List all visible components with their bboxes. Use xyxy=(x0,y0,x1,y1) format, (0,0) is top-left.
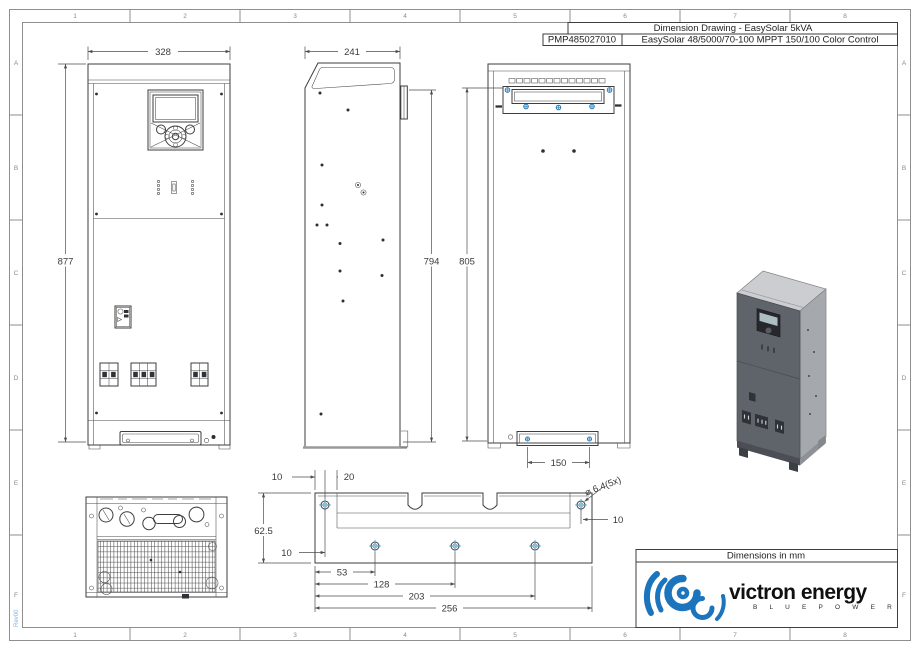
grid-col-label: 4 xyxy=(403,632,407,639)
dimension-side-height: 794 xyxy=(403,89,445,443)
dim-label: 53 xyxy=(337,568,348,579)
dim-label: 10 xyxy=(613,515,624,526)
grid-row-label: C xyxy=(14,270,19,277)
grid-col-label: 8 xyxy=(843,632,847,639)
dim-label: 10 xyxy=(272,472,283,483)
dim-label: 241 xyxy=(344,47,360,58)
grid-row-label: B xyxy=(14,165,18,172)
brand-tagline: B L U E P O W E R xyxy=(753,604,897,611)
dimension-front-height: 877 xyxy=(51,63,86,443)
grid-row-label: D xyxy=(902,375,907,382)
iso-rivets xyxy=(807,329,817,415)
grid-col-label: 3 xyxy=(293,13,297,20)
grid-row-label: D xyxy=(14,375,19,382)
dimension-rear-height: 805 xyxy=(453,87,503,442)
title-block: Dimension Drawing - EasySolar 5kVA PMP48… xyxy=(542,22,898,46)
grid-row-label: E xyxy=(902,480,907,487)
revision-label: Rev00 xyxy=(14,609,20,627)
grid-col-label: 2 xyxy=(183,632,187,639)
side-rivets xyxy=(315,91,385,416)
dpad-icon xyxy=(164,125,187,148)
rear-bottom-bracket xyxy=(487,431,631,449)
dimension-bracket-right-offset: 10 xyxy=(580,509,624,526)
dim-label: 794 xyxy=(424,257,440,268)
iso-breakers xyxy=(742,410,784,434)
dim-label: 150 xyxy=(551,458,567,469)
product-description: EasySolar 48/5000/70-100 MPPT 150/100 Co… xyxy=(642,35,879,46)
footer-block: Dimensions in mm victron energy B L U E … xyxy=(635,549,898,628)
iso-display-panel xyxy=(756,308,781,338)
dim-label: 877 xyxy=(58,257,74,268)
dimension-bracket-height: 62.5 xyxy=(249,492,311,564)
front-corner-screws xyxy=(95,92,223,415)
grid-row-label: A xyxy=(14,60,19,67)
circuit-breakers xyxy=(99,362,209,387)
mounting-bracket-detail: 10 20 62.5 10 53 128 203 256 ⌀ 6.4(5x) xyxy=(249,470,623,615)
bracket-screws xyxy=(504,87,613,111)
front-view: 328 877 xyxy=(51,45,231,450)
part-number: PMP485027010 xyxy=(548,35,616,46)
dim-label: 10 xyxy=(281,548,292,559)
isometric-view xyxy=(736,270,827,472)
grid-row-label: E xyxy=(14,480,19,487)
grid-col-label: 6 xyxy=(623,632,627,639)
units-label: Dimensions in mm xyxy=(727,551,805,562)
side-bracket-tab xyxy=(400,85,408,120)
grid-col-label: 5 xyxy=(513,13,517,20)
grid-col-label: 3 xyxy=(293,632,297,639)
grid-col-label: 6 xyxy=(623,13,627,20)
dimension-rear-bracket-width: 150 xyxy=(527,447,590,469)
dim-label: 128 xyxy=(374,580,390,591)
bottom-view xyxy=(85,496,228,599)
grid-col-label: 1 xyxy=(73,13,77,20)
side-view: 241 794 xyxy=(303,45,445,449)
rear-view: 805 150 xyxy=(453,63,631,469)
dimension-side-depth: 241 xyxy=(304,45,401,59)
dim-label: 20 xyxy=(344,472,355,483)
dimension-front-width: 328 xyxy=(87,45,231,60)
grid-col-label: 8 xyxy=(843,13,847,20)
grid-col-label: 1 xyxy=(73,632,77,639)
vent-grille xyxy=(97,540,219,595)
grid-col-label: 5 xyxy=(513,632,517,639)
dimension-bracket-left-offset: 10 xyxy=(276,509,326,559)
dim-label: 203 xyxy=(409,592,425,603)
main-switch xyxy=(114,305,132,329)
dim-label: 256 xyxy=(442,604,458,615)
rear-vent-slots xyxy=(508,78,606,84)
grid-row-label: C xyxy=(902,270,907,277)
grid-col-label: 7 xyxy=(733,632,737,639)
dim-label: 62.5 xyxy=(254,526,273,537)
dim-label: 328 xyxy=(155,47,171,58)
color-control-panel xyxy=(147,89,204,151)
drawing-title: Dimension Drawing - EasySolar 5kVA xyxy=(654,23,813,34)
bracket-holes xyxy=(319,499,587,552)
dim-label: ⌀ 6.4(5x) xyxy=(583,475,622,499)
grid-row-label: A xyxy=(902,60,907,67)
dimension-hole-diameter: ⌀ 6.4(5x) xyxy=(583,475,623,502)
rear-wall-bracket xyxy=(495,86,622,114)
cable-gland-area xyxy=(98,498,211,531)
grid-col-label: 7 xyxy=(733,13,737,20)
grid-row-label: B xyxy=(902,165,906,172)
front-bottom-tray xyxy=(88,431,231,450)
dim-label: 805 xyxy=(459,257,475,268)
brand-wordmark: victron energy xyxy=(729,581,868,604)
grid-col-label: 2 xyxy=(183,13,187,20)
dimension-bracket-hole-spacings: 53 128 203 256 xyxy=(314,552,593,615)
grid-row-label: F xyxy=(14,592,18,599)
grid-col-label: 4 xyxy=(403,13,407,20)
dimension-bracket-top-offsets: 10 20 xyxy=(266,470,360,499)
sheet-border-grid: 1 2 3 4 5 6 7 8 1 2 3 4 5 6 7 8 A B C D … xyxy=(9,9,911,641)
victron-logo-icon xyxy=(643,571,726,621)
grid-row-label: F xyxy=(902,592,906,599)
led-indicators xyxy=(157,180,194,195)
